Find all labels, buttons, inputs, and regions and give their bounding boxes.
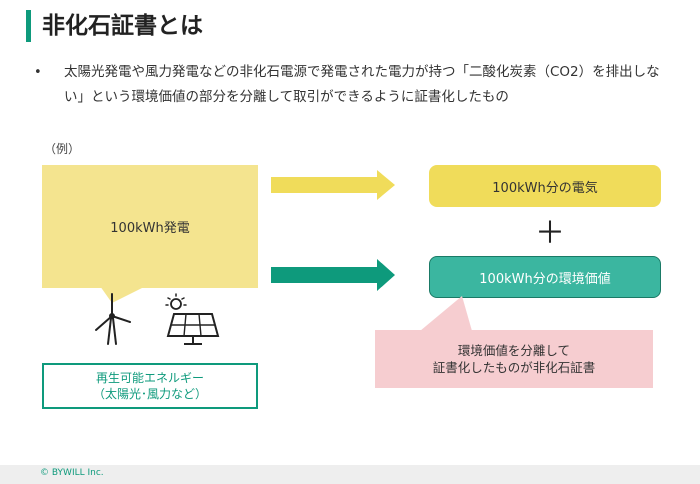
- electricity-box: 100kWh分の電気: [429, 165, 661, 207]
- callout-line-1: 環境価値を分離して: [457, 343, 571, 358]
- callout-line-2: 証書化したものが非化石証書: [432, 360, 596, 375]
- env-value-box: 100kWh分の環境価値: [429, 256, 661, 298]
- plus-sign: ＋: [535, 216, 565, 251]
- description-text: 太陽光発電や風力発電などの非化石電源で発電された電力が持つ「二酸化炭素（CO2）…: [64, 64, 660, 105]
- renewable-energy-box: 再生可能エネルギー （太陽光･風力など）: [42, 363, 258, 409]
- renewable-line-1: 再生可能エネルギー: [95, 371, 204, 385]
- generation-box: 100kWh発電: [42, 165, 258, 288]
- solar-panel-icon: [165, 293, 220, 345]
- wind-turbine-icon: [95, 293, 131, 345]
- footer-copyright: © BYWILL Inc.: [40, 468, 104, 478]
- arrow-to-env-value: [271, 259, 395, 291]
- page-title: 非化石証書とは: [42, 13, 203, 39]
- arrow-to-electricity: [271, 170, 395, 200]
- certificate-callout: 環境価値を分離して 証書化したものが非化石証書: [375, 330, 653, 388]
- bullet-marker: •: [34, 65, 42, 80]
- renewable-line-2: （太陽光･風力など）: [92, 387, 207, 401]
- title-accent-bar: [26, 10, 31, 42]
- example-label: （例）: [44, 142, 81, 156]
- footer-band: [0, 465, 700, 484]
